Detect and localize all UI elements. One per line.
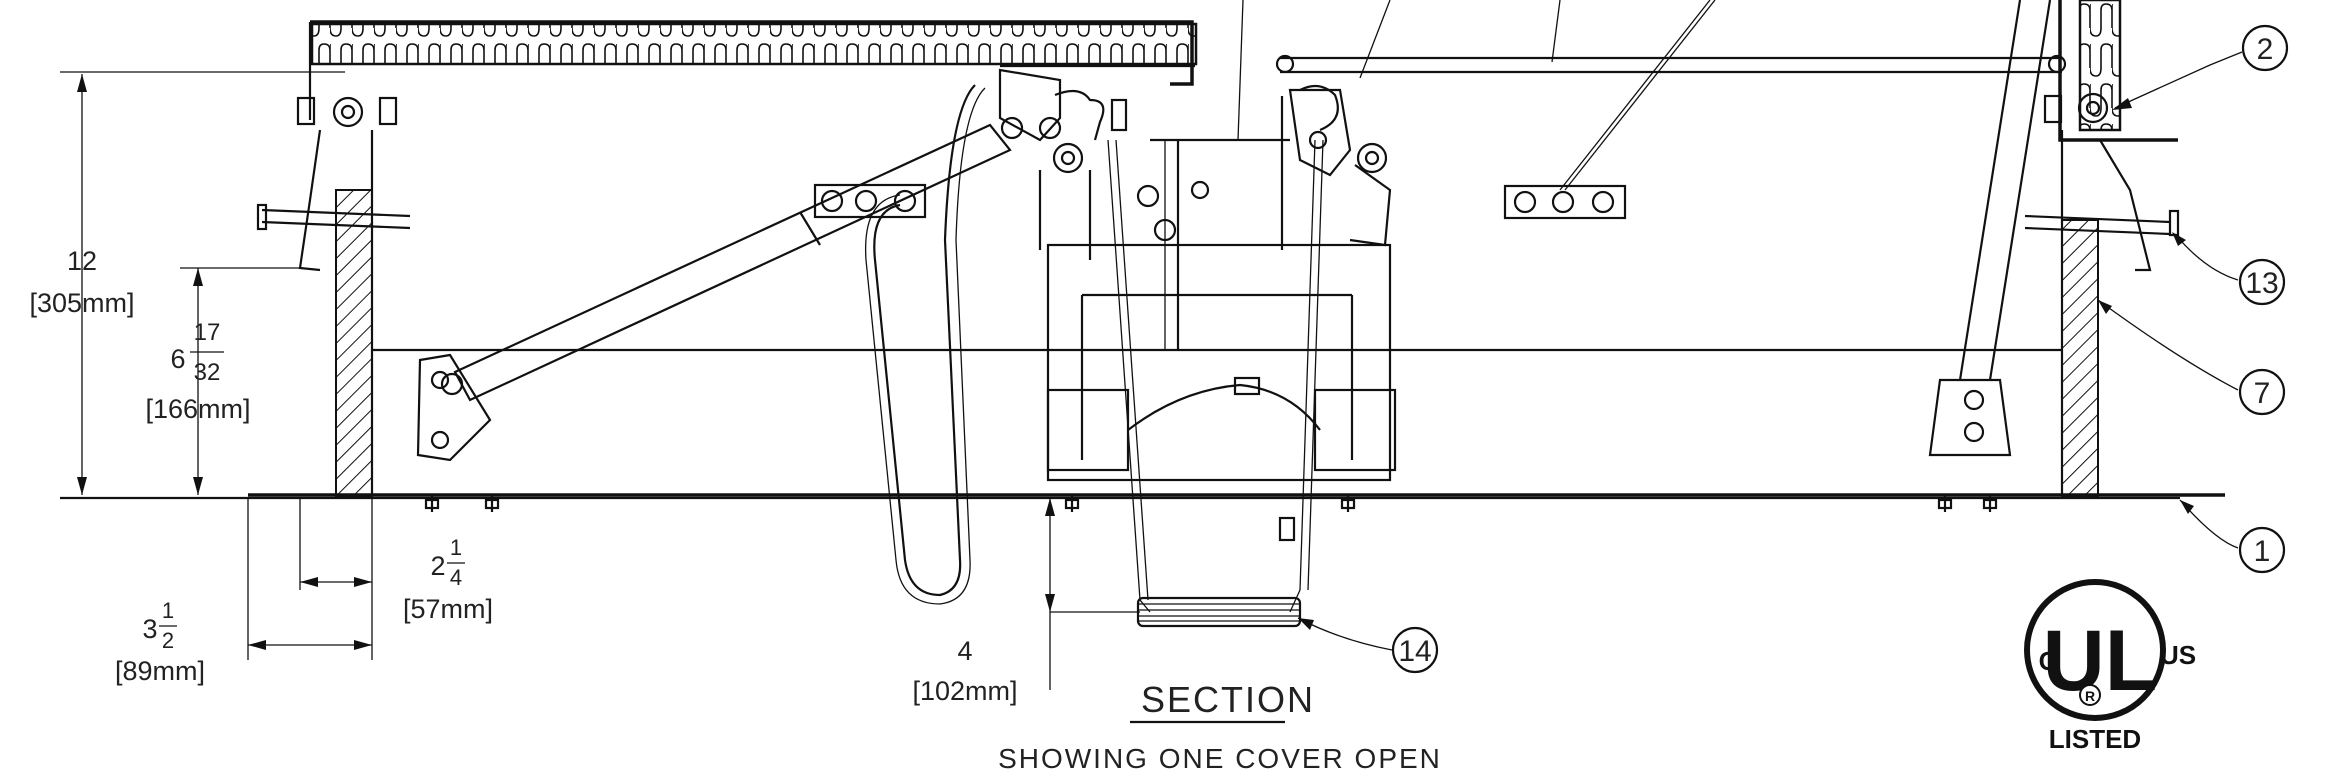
curb-wall-right bbox=[2061, 219, 2099, 497]
dimension-ladder-drop-lines bbox=[1045, 498, 1140, 690]
callout-7-label: 7 bbox=[2254, 377, 2271, 410]
ul-c-letter: C bbox=[2039, 646, 2058, 676]
dim-flange-outer-num: 1 bbox=[162, 598, 174, 623]
ul-listed-text: LISTED bbox=[2049, 724, 2141, 754]
cable-loop bbox=[864, 84, 986, 605]
ul-listed-logo: C UL R US LISTED bbox=[2024, 579, 2196, 754]
dim-curb-num: 17 bbox=[194, 319, 221, 346]
top-leaders bbox=[1237, 0, 1716, 191]
ul-us-letters: US bbox=[2160, 640, 2196, 670]
gas-spring-left bbox=[416, 123, 1012, 462]
dim-curb-metric: [166mm] bbox=[145, 394, 250, 424]
callout-2-label: 2 bbox=[2257, 33, 2274, 66]
dim-flange-inner-whole: 2 bbox=[430, 551, 445, 581]
anchor-bolts bbox=[424, 495, 1998, 512]
gas-spring-right bbox=[1928, 378, 2012, 457]
dimension-overall-height-lines bbox=[60, 71, 345, 495]
ul-registered: R bbox=[2085, 688, 2095, 704]
callout-14-label: 14 bbox=[1398, 635, 1431, 668]
ladder-ropes bbox=[1107, 139, 1324, 613]
dim-flange-inner-den: 4 bbox=[450, 565, 462, 590]
dim-flange-outer-metric: [89mm] bbox=[115, 656, 205, 686]
callout-1-label: 1 bbox=[2254, 535, 2271, 568]
callout-13-label: 13 bbox=[2245, 267, 2278, 300]
dim-curb-whole: 6 bbox=[170, 344, 185, 374]
callout-7: 7 bbox=[2097, 299, 2286, 416]
latch-assembly-left bbox=[998, 68, 1210, 260]
dim-overall-metric: [305mm] bbox=[29, 288, 134, 318]
hinge-right bbox=[2043, 92, 2152, 272]
dim-ladder-value: 4 bbox=[957, 636, 972, 666]
section-subtitle: SHOWING ONE COVER OPEN bbox=[998, 743, 1442, 774]
curb-wall-left bbox=[335, 189, 373, 497]
dimension-flange-lines bbox=[247, 498, 373, 660]
dim-overall-value: 12 bbox=[67, 246, 97, 276]
dim-flange-inner-metric: [57mm] bbox=[403, 594, 493, 624]
callout-14: 14 bbox=[1297, 617, 1439, 674]
side-latch-left bbox=[256, 203, 411, 231]
section-title: SECTION bbox=[1141, 679, 1315, 720]
latch-assembly-right bbox=[1280, 84, 1392, 250]
dimension-curb-height-lines bbox=[180, 267, 300, 495]
dim-flange-outer-whole: 3 bbox=[142, 614, 157, 644]
cover-left-closed bbox=[308, 20, 1198, 120]
side-latch-right bbox=[2024, 209, 2180, 237]
callout-1: 1 bbox=[2179, 499, 2286, 574]
dim-ladder-metric: [102mm] bbox=[912, 676, 1017, 706]
mount-plate-left bbox=[813, 183, 927, 219]
ladder-frame bbox=[1046, 243, 1397, 482]
dim-curb-den: 32 bbox=[194, 359, 221, 386]
callout-13: 13 bbox=[2172, 232, 2286, 306]
mount-plate-right bbox=[1503, 184, 1627, 220]
hinge-left bbox=[296, 96, 398, 272]
callout-2: 2 bbox=[2112, 24, 2289, 110]
inner-liner bbox=[370, 130, 2064, 495]
ladder-handle bbox=[1136, 596, 1302, 628]
dim-flange-outer-den: 2 bbox=[162, 628, 174, 653]
dim-flange-inner-num: 1 bbox=[450, 535, 462, 560]
roof-line bbox=[60, 493, 2225, 500]
frame-top-right bbox=[1275, 54, 2067, 74]
